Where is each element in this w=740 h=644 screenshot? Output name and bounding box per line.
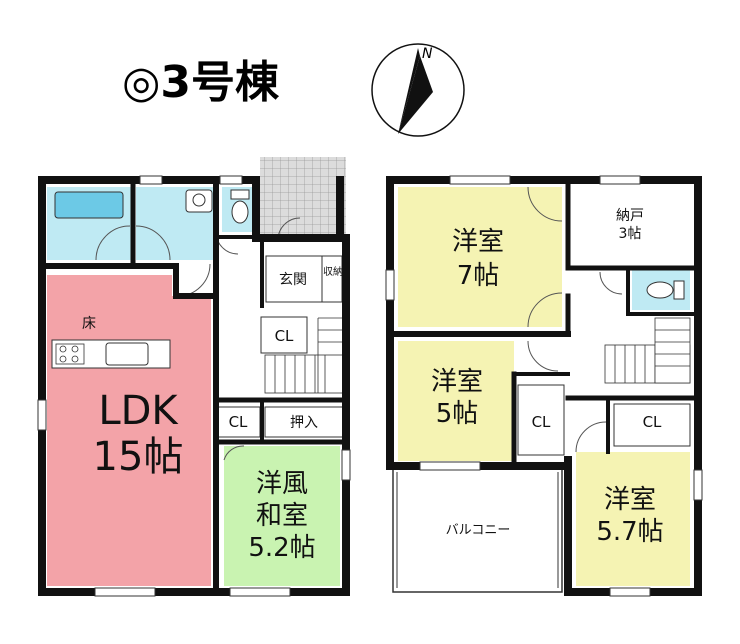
balcony-label: バルコニー: [446, 523, 511, 538]
kitchen-counter: [51, 339, 171, 369]
stove-icon: [59, 345, 67, 353]
ldk-name: LDK: [98, 388, 179, 434]
genkan-label: 玄関: [279, 271, 307, 288]
bedroom-a: [398, 187, 562, 327]
washitsu-line2: 和室: [256, 501, 308, 531]
compass-north-label: N: [422, 46, 433, 62]
floor-2: 洋室 7帖 納戸 3帖 洋室 5帖 CL CL 洋室 5.7帖 バルコニー: [385, 175, 703, 597]
sink-icon: [105, 342, 149, 366]
toilet-icon: [230, 189, 250, 224]
compass-icon: N: [371, 43, 465, 137]
nando-size: 3帖: [619, 226, 642, 242]
bathtub-icon: [54, 191, 124, 219]
bedroom-c-name: 洋室: [604, 485, 656, 515]
bedroom-a-size: 7帖: [457, 261, 500, 291]
stair-1f: [264, 317, 346, 394]
oshiire-label: 押入: [290, 415, 318, 431]
ldk-size: 15帖: [93, 434, 184, 480]
porch-tile: [260, 157, 346, 239]
bedroom-b: [398, 341, 514, 461]
bedroom-a-name: 洋室: [452, 227, 504, 257]
washitsu-line1: 洋風: [256, 469, 308, 499]
bedroom-b-name: 洋室: [431, 367, 483, 397]
bedroom-c-size: 5.7帖: [596, 517, 663, 547]
nando-name: 納戸: [616, 208, 644, 224]
bedroom-b-size: 5帖: [436, 399, 479, 429]
cl-c-label: CL: [643, 413, 662, 431]
stair-2f: [604, 317, 691, 384]
bedroom-c: [576, 452, 690, 586]
cl-stair-label: CL: [275, 327, 294, 345]
washitsu-room: [224, 446, 340, 586]
plan-title: ◎3号棟: [122, 57, 280, 108]
shuno-label: 収納: [323, 265, 343, 278]
floor-1: 床 LDK 15帖 玄関 収納 CL CL 押入 洋風 和室 5.2帖: [37, 157, 351, 597]
washitsu-size: 5.2帖: [248, 533, 315, 563]
washbasin-icon: [185, 189, 213, 213]
floor-label: 床: [82, 316, 96, 332]
toilet-icon-2f: [646, 280, 685, 300]
cl-hall-label: CL: [229, 413, 248, 431]
cl-b-label: CL: [532, 413, 551, 431]
balcony: [392, 467, 563, 593]
